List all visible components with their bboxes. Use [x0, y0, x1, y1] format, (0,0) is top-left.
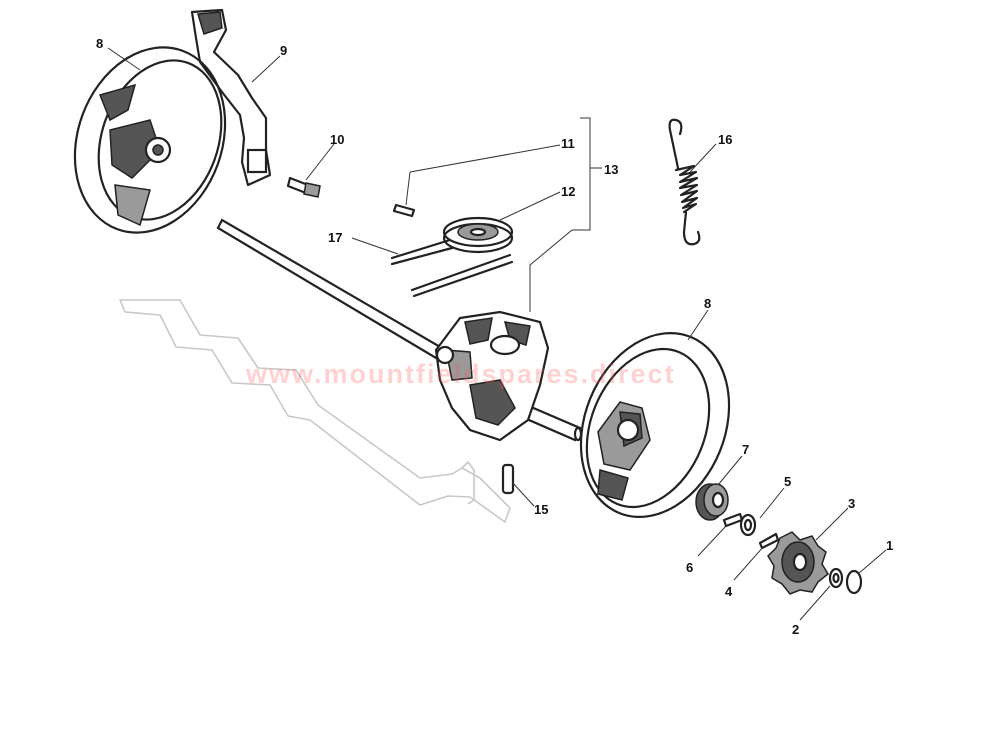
- callout-7: 7: [742, 442, 749, 457]
- callout-3: 3: [848, 496, 855, 511]
- pulley: [442, 216, 514, 254]
- callout-13: 13: [604, 162, 618, 177]
- callout-10: 10: [330, 132, 344, 147]
- leader-lines: [107, 47, 887, 621]
- circlip: [845, 569, 863, 595]
- callout-2: 2: [792, 622, 799, 637]
- callout-11: 11: [561, 136, 575, 151]
- gear: [767, 531, 829, 595]
- key-small: [758, 532, 780, 550]
- callout-12: 12: [561, 184, 575, 199]
- callout-8-right: 8: [704, 296, 711, 311]
- callout-4: 4: [725, 584, 733, 599]
- spacer: [722, 512, 744, 528]
- pin: [501, 463, 515, 495]
- callout-5: 5: [784, 474, 791, 489]
- callout-1: 1: [886, 538, 893, 553]
- callout-16: 16: [718, 132, 732, 147]
- callout-6: 6: [686, 560, 693, 575]
- wheel-right: [579, 331, 731, 519]
- bearing: [695, 483, 729, 521]
- callout-17: 17: [328, 230, 342, 245]
- wheel-left: [73, 46, 227, 234]
- washer: [739, 513, 757, 537]
- washer-small: [828, 567, 844, 589]
- callout-9: 9: [280, 43, 287, 58]
- callout-8-left: 8: [96, 36, 103, 51]
- spring: [668, 118, 701, 246]
- group-bracket: [529, 117, 602, 312]
- bolt: [286, 176, 321, 198]
- belt: [390, 238, 514, 298]
- callout-15: 15: [534, 502, 548, 517]
- gearbox: [434, 310, 550, 442]
- key: [392, 203, 416, 218]
- chassis-outline: [119, 299, 511, 523]
- watermark-text: www.mountfieldspares.direct: [245, 359, 676, 389]
- bracket: [190, 8, 272, 187]
